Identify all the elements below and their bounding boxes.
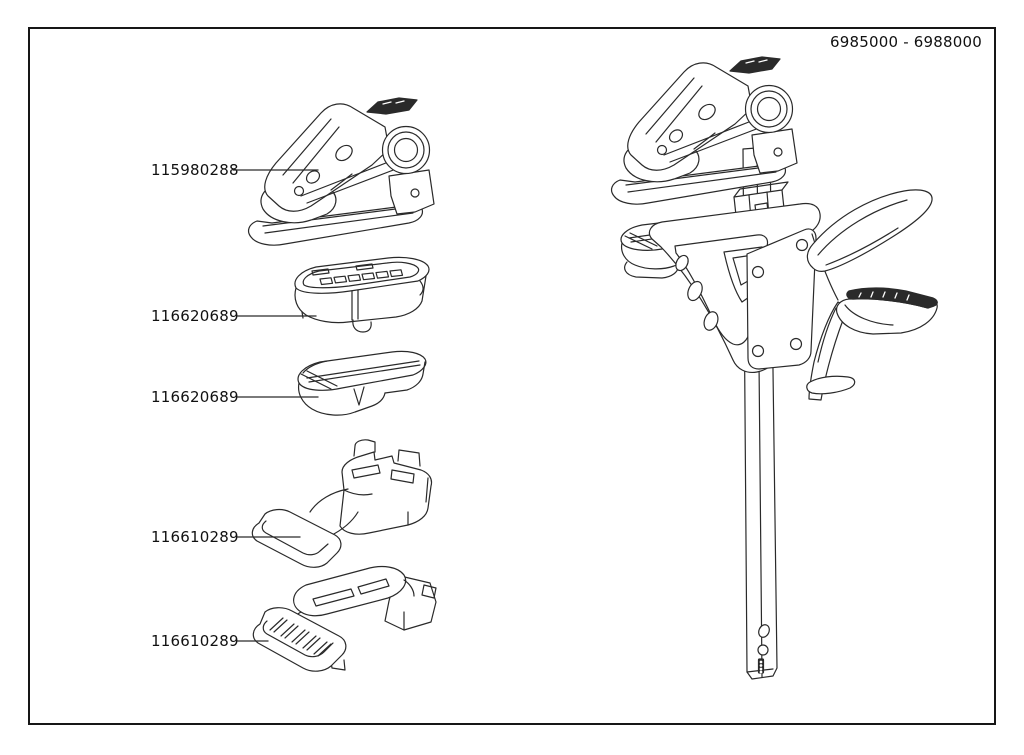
- part-number-label-5: 116610289: [151, 632, 239, 650]
- leader-lines: [232, 169, 319, 642]
- part-drawing-bracket-ribbed-pad: [252, 565, 437, 672]
- part-drawing-bracket-flat-pad: [251, 439, 433, 568]
- assembly-movable-jaw: [610, 56, 798, 205]
- assembly-body: [648, 202, 821, 374]
- diagram-border-frame: [28, 27, 996, 725]
- part-drawing-pad-holder-tray: [294, 256, 430, 333]
- part-number-label-1: 115980288: [151, 161, 239, 179]
- part-drawing-clamp-head: [247, 97, 435, 246]
- model-range-text: 6985000 - 6988000: [830, 33, 982, 51]
- part-number-label-4: 116610289: [151, 528, 239, 546]
- assembly-handle-trigger: [806, 189, 938, 401]
- part-number-label-2: 116620689: [151, 307, 239, 325]
- assembly-drawing-bar-clamp: [610, 56, 938, 680]
- part-drawing-pressure-pad: [297, 350, 427, 416]
- part-number-label-3: 116620689: [151, 388, 239, 406]
